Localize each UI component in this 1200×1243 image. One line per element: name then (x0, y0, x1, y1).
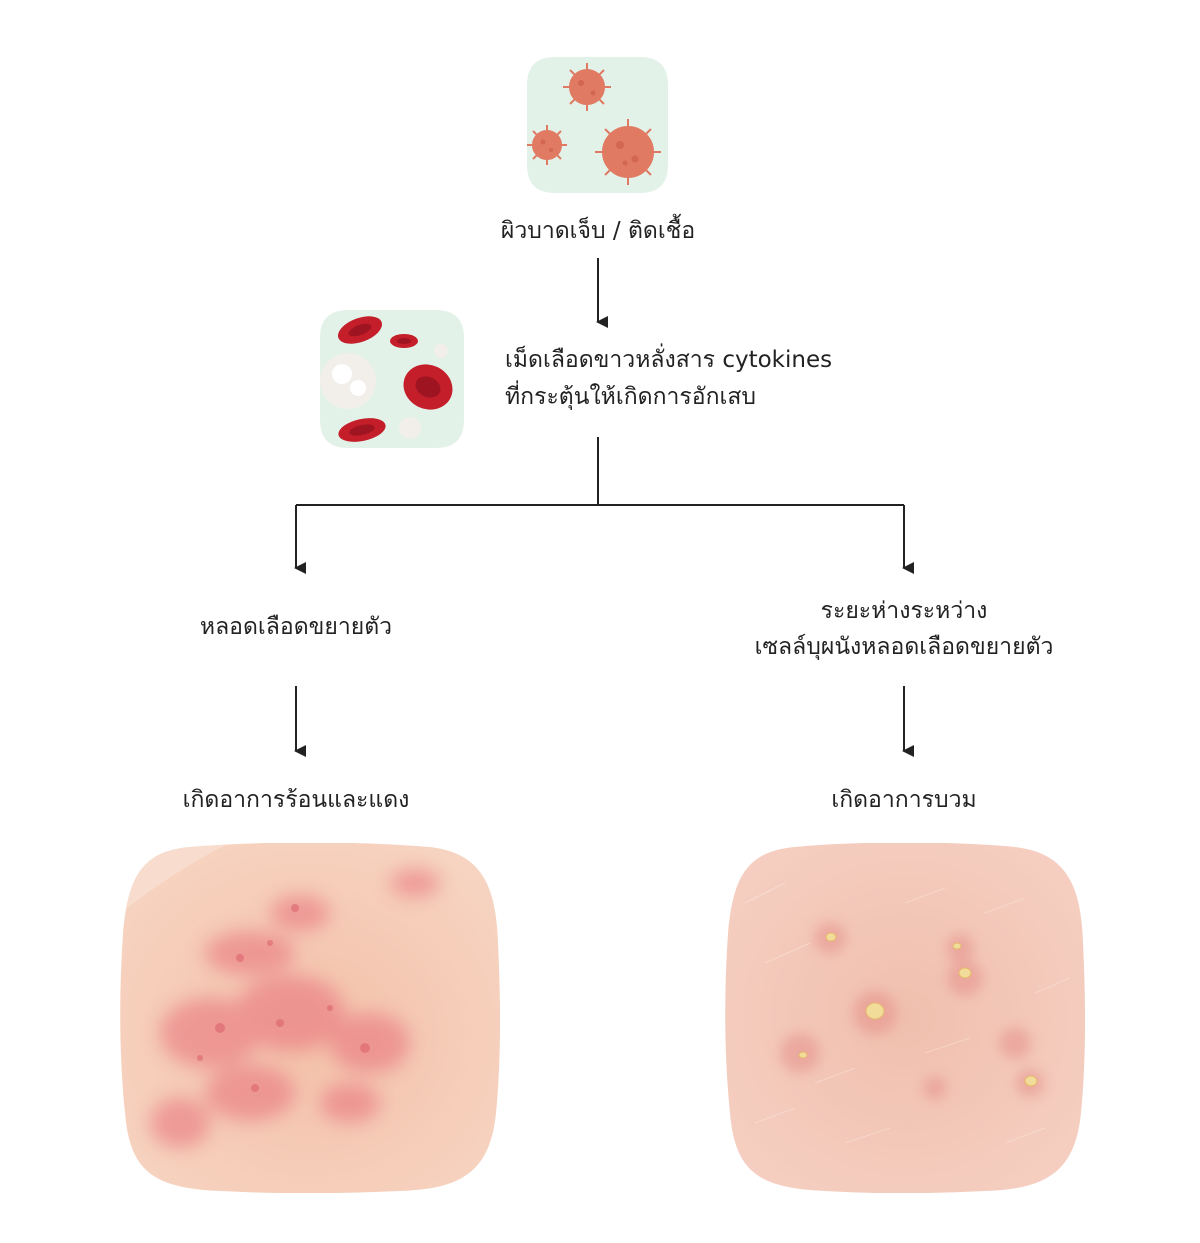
injury-label: ผิวบาดเจ็บ / ติดเชื้อ (500, 218, 696, 244)
vasodilation-label: หลอดเลือดขยายตัว (199, 614, 393, 640)
gap-label-line2: เซลล์บุผนังหลอดเลือดขยายตัว (754, 634, 1054, 660)
cytokines-label-line2: ที่กระตุ้นให้เกิดการอักเสบ (505, 384, 757, 410)
blood-cells-icon (318, 308, 466, 450)
cytokines-label-line1: เม็ดเลือดขาวหลั่งสาร cytokines (505, 347, 833, 373)
redness-skin-photo (120, 843, 500, 1193)
swelling-label: เกิดอาการบวม (831, 787, 977, 813)
swelling-skin-photo (725, 843, 1105, 1193)
gap-label-line1: ระยะห่างระหว่าง (820, 598, 988, 624)
virus-cluster-icon (525, 55, 670, 195)
redness-label: เกิดอาการร้อนและแดง (182, 787, 410, 813)
